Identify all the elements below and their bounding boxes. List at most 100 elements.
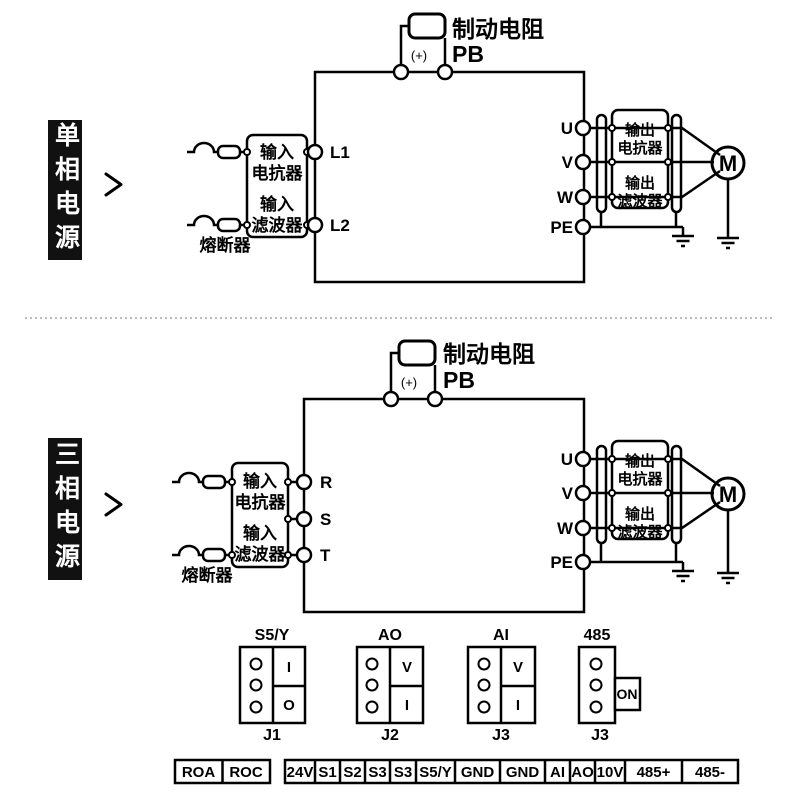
terminal-s-label: S (320, 510, 331, 529)
fuse-symbol (172, 471, 232, 490)
three-phase-section: (+) 制动电阻 PB 熔断器 输入 电抗器 输入 滤波器 (104, 339, 746, 614)
jumper-pin (365, 700, 379, 714)
jumper-cell-bottom: I (405, 697, 409, 714)
terminal-pe-label: PE (550, 553, 573, 572)
fuse-symbol (187, 141, 247, 160)
control-terminal: 485- (695, 764, 725, 781)
control-terminal: AO (571, 764, 594, 781)
dip-switch-label: ON (617, 686, 638, 702)
output-filter-label-2: 滤波器 (617, 523, 663, 541)
terminal-r (295, 473, 313, 491)
single-phase-source-label: 单相电源 (48, 120, 82, 260)
plus-terminal-label: (+) (411, 48, 427, 63)
fuse-symbol (187, 214, 247, 233)
ground-symbol (672, 227, 694, 248)
jumper-cell-bottom: O (283, 697, 295, 714)
jumper-cell-top: V (513, 659, 523, 676)
fuse-label: 熔断器 (182, 565, 234, 585)
control-terminal: GND (461, 764, 495, 781)
terminal-w-label: W (557, 188, 574, 207)
output-reactor-filter-box: 输出 电抗器 输出 滤波器 (608, 108, 672, 210)
control-terminal: AI (550, 764, 565, 781)
terminal-r-label: R (320, 473, 332, 492)
jumper-title: S5/Y (255, 627, 290, 644)
single-phase-section: (+) 制动电阻 PB 熔断器 输入 电抗器 输入 滤波器 (104, 12, 746, 284)
ground-symbol (717, 179, 739, 250)
ground-symbol (717, 510, 739, 585)
terminal-u (574, 119, 592, 137)
input-reactor-label-1: 输入 (243, 471, 277, 491)
jumper-pin (589, 678, 603, 692)
jumper-pin (249, 657, 263, 671)
terminal-w (574, 188, 592, 206)
jumper-title: 485 (584, 627, 611, 644)
output-reactor-label-1: 输出 (625, 121, 655, 139)
jumper-title: AI (493, 627, 509, 644)
ferrite-core (595, 444, 608, 545)
motor-symbol: M (710, 145, 746, 181)
terminal-w (574, 519, 592, 537)
relay-terminal: ROC (229, 764, 263, 781)
jumper-name: J3 (591, 727, 609, 744)
jumper-title: AO (378, 627, 402, 644)
ferrite-core (670, 113, 683, 214)
terminal-l2-label: L2 (330, 216, 350, 235)
jumper-block-j3-ai: AI V I J3 (466, 627, 537, 744)
input-reactor-filter-box: 输入 电抗器 输入 滤波器 (243, 133, 315, 239)
terminal-v (574, 484, 592, 502)
jumper-name: J3 (492, 727, 510, 744)
ground-symbol (672, 562, 694, 583)
terminal-u-label: U (561, 450, 573, 469)
input-filter-label-2: 滤波器 (235, 544, 287, 564)
terminal-l2 (306, 216, 324, 234)
terminal-pe (574, 218, 592, 236)
terminal-v (574, 153, 592, 171)
terminal-v-label: V (562, 484, 574, 503)
brake-resistor-label: 制动电阻 (443, 341, 535, 367)
ferrite-core (595, 113, 608, 214)
output-filter-label-2: 滤波器 (617, 192, 663, 210)
control-terminal: 10V (597, 764, 624, 781)
motor-label: M (719, 151, 737, 176)
output-reactor-filter-box: 输出 电抗器 输出 滤波器 (608, 439, 672, 541)
pb-terminal (426, 390, 444, 408)
terminal-v-label: V (562, 153, 574, 172)
control-terminal: GND (506, 764, 540, 781)
output-filter-label-1: 输出 (625, 505, 655, 523)
terminal-u-label: U (561, 119, 573, 138)
chevron-right-icon (104, 172, 123, 197)
jumper-pin (589, 700, 603, 714)
output-reactor-label-1: 输出 (625, 452, 655, 470)
input-reactor-label-1: 输入 (260, 142, 294, 162)
jumper-pin (365, 657, 379, 671)
jumper-block-j3-485: 485 ON J3 (577, 627, 642, 744)
pb-label: PB (443, 367, 475, 393)
motor-symbol: M (710, 476, 746, 512)
jumper-pin (477, 678, 491, 692)
brake-resistor-symbol: (+) 制动电阻 PB (382, 339, 535, 408)
control-terminal-strip: 24V S1 S2 S3 S3 S5/Y GND GND AI AO 10V 4… (283, 758, 740, 785)
plus-terminal (382, 390, 400, 408)
terminal-t (295, 546, 313, 564)
input-filter-label-1: 输入 (243, 523, 277, 543)
ferrite-core (670, 444, 683, 545)
plus-terminal (392, 63, 410, 81)
terminal-l1-label: L1 (330, 143, 350, 162)
terminal-l1 (306, 143, 324, 161)
output-filter-label-1: 输出 (625, 174, 655, 192)
terminal-w-label: W (557, 519, 574, 538)
control-terminal: S1 (318, 764, 336, 781)
three-phase-source-label: 三相电源 (48, 438, 82, 580)
motor-label: M (719, 482, 737, 507)
jumper-pin (477, 700, 491, 714)
jumper-cell-bottom: I (516, 697, 520, 714)
jumper-cell-top: I (287, 659, 291, 676)
terminal-u (574, 450, 592, 468)
terminal-pe (574, 553, 592, 571)
jumper-name: J1 (263, 727, 281, 744)
brake-resistor-symbol: (+) 制动电阻 PB (392, 12, 544, 81)
terminal-pe-label: PE (550, 218, 573, 237)
jumper-pin (365, 678, 379, 692)
